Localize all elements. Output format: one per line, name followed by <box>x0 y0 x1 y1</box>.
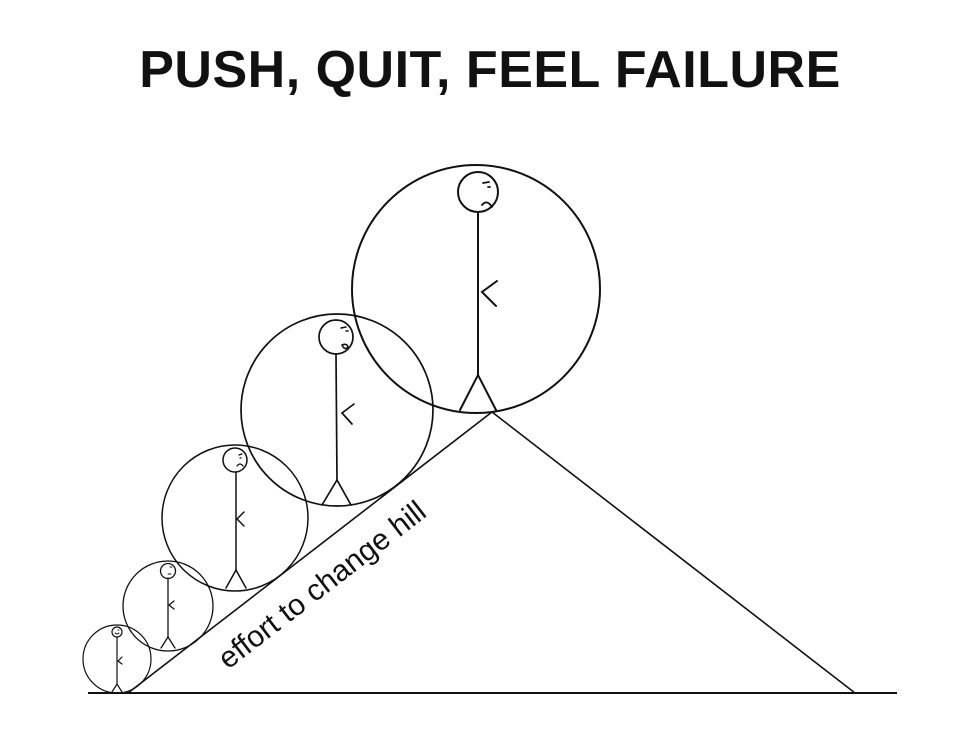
arm-1 <box>118 657 122 664</box>
head-1 <box>112 627 122 637</box>
face-5 <box>482 182 492 207</box>
hill-slope-down <box>492 412 855 693</box>
figure-stage-2 <box>123 561 213 651</box>
figure-stage-5 <box>352 165 600 413</box>
boulder-5 <box>352 165 600 413</box>
legs-4 <box>322 480 351 505</box>
figure-stage-3 <box>162 445 308 591</box>
legs-3 <box>226 570 246 588</box>
head-3 <box>223 448 247 472</box>
face-2 <box>168 567 172 574</box>
head-2 <box>161 564 176 579</box>
figure-stage-4 <box>241 314 433 506</box>
legs-1 <box>112 684 122 692</box>
arm-4 <box>342 404 354 424</box>
arm-2 <box>169 601 174 609</box>
body-4 <box>336 354 337 480</box>
legs-2 <box>161 637 175 648</box>
figure-stage-1 <box>83 625 151 693</box>
face-3 <box>237 454 243 466</box>
legs-5 <box>460 375 496 410</box>
hill-slope-up <box>128 412 492 693</box>
arm-3 <box>237 512 244 526</box>
arm-5 <box>482 281 497 306</box>
face-1 <box>115 630 119 634</box>
head-4 <box>319 320 353 354</box>
boulder-3 <box>162 445 308 591</box>
face-4 <box>341 327 348 349</box>
